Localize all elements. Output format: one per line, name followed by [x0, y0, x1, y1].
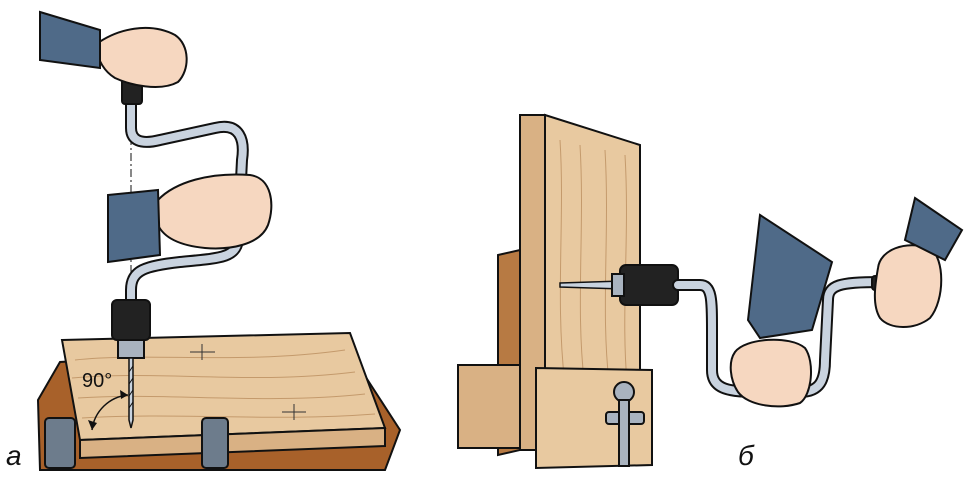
panel-a-label: а	[6, 440, 22, 472]
top-hand	[95, 28, 187, 87]
fist-b	[731, 340, 811, 407]
panel-a-vertical-drilling	[38, 12, 400, 470]
chuck	[112, 300, 150, 340]
middle-hand	[158, 174, 271, 248]
right-hand-b	[875, 245, 941, 327]
angle-label: 90°	[82, 370, 112, 393]
panel-b-label: б	[738, 440, 754, 472]
clamp-right	[202, 418, 228, 468]
chuck-b	[620, 265, 678, 305]
arm-sleeve-b	[748, 215, 832, 338]
top-sleeve	[40, 12, 100, 68]
panel-b-horizontal-drilling	[458, 115, 962, 468]
clamp-left	[45, 418, 75, 468]
middle-sleeve	[108, 190, 160, 262]
